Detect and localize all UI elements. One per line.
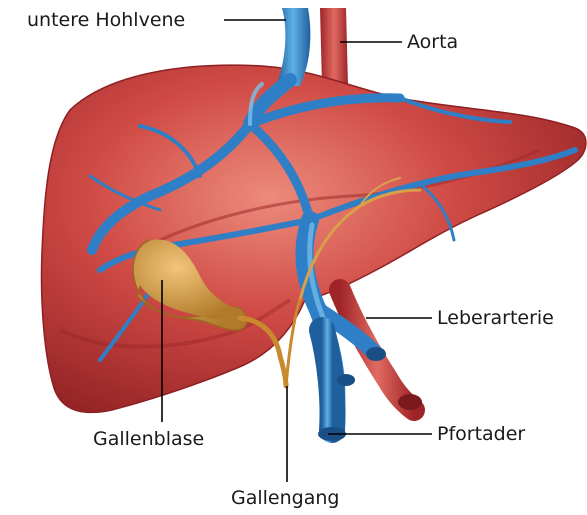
portal-branch-opening <box>366 347 386 361</box>
label-aorta: Aorta <box>407 33 458 52</box>
label-hepatic-artery: Leberarterie <box>437 309 554 328</box>
label-ivc: untere Hohlvene <box>27 11 185 30</box>
label-portal-vein: Pfortader <box>437 425 525 444</box>
hepatic-artery-opening <box>398 394 422 410</box>
portal-vein-vessel <box>322 330 333 430</box>
label-bile-duct: Gallengang <box>231 489 339 508</box>
portal-branch-opening-2 <box>337 374 355 386</box>
aorta-vessel <box>320 8 348 86</box>
label-gallbladder: Gallenblase <box>93 430 204 449</box>
